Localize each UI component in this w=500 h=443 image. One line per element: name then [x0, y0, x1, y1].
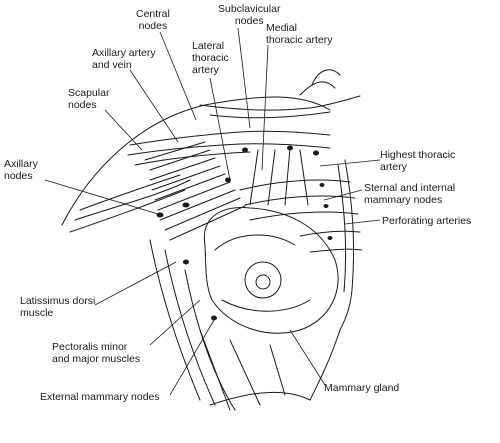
leader-lateral-thoracic: [209, 77, 231, 181]
leader-sternal: [323, 189, 363, 201]
lymph-node: [242, 147, 248, 153]
label-external-mammary-nodes: External mammary nodes: [40, 391, 160, 403]
lymph-node: [319, 183, 325, 187]
leader-subclavicular: [237, 27, 251, 129]
sternum-edge: [339, 159, 355, 331]
areola: [244, 261, 282, 299]
lymph-node: [323, 204, 329, 208]
lymph-node: [327, 236, 333, 240]
lymph-node: [182, 202, 190, 208]
axillary-artery: [129, 130, 331, 146]
leader-latissimus: [94, 261, 177, 306]
axillary-vein: [127, 143, 331, 156]
leader-pectoralis: [149, 299, 201, 346]
clavicle: [199, 95, 361, 111]
nipple: [255, 274, 271, 290]
leader-external-mammary: [169, 319, 215, 396]
leader-axillary-artery: [129, 69, 179, 143]
leader-axillary-nodes: [44, 179, 159, 215]
leader-medial-thoracic: [261, 44, 269, 171]
shoulder-outline: [61, 96, 331, 226]
lymph-node: [156, 212, 164, 218]
lymph-node: [225, 177, 231, 183]
breast-outline: [203, 206, 339, 334]
leader-mammary-gland: [289, 329, 326, 386]
leader-perforating: [344, 219, 381, 225]
leader-central-nodes: [159, 31, 197, 121]
leader-scapular: [104, 109, 143, 151]
label-mammary-gland: Mammary gland: [324, 382, 400, 394]
lymph-node: [183, 259, 189, 265]
lymph-node: [211, 315, 217, 321]
lymph-node: [313, 150, 319, 156]
upper-arm-outline: [69, 189, 186, 233]
leader-highest-thoracic: [319, 159, 381, 167]
label-perforating-arteries: Perforating arteries: [382, 215, 472, 227]
lymph-node: [287, 145, 293, 151]
